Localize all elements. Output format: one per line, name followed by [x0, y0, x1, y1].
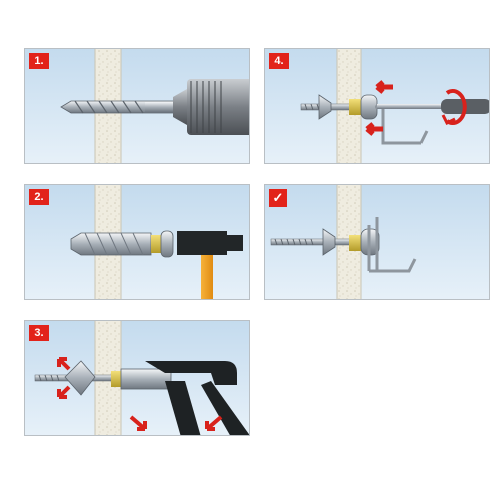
step-1-drill-panel: 1. — [24, 48, 250, 164]
installed-anchor — [270, 228, 380, 256]
drill-chuck — [173, 79, 249, 135]
expand-arrow-top — [57, 357, 71, 371]
tighten-illustration — [265, 49, 489, 163]
step-4-tighten-panel: 4. — [264, 48, 490, 164]
step-badge: 4. — [269, 53, 289, 69]
expand-arrow-bottom — [57, 385, 71, 399]
anchor-screw — [300, 94, 378, 120]
step-badge: 1. — [29, 53, 49, 69]
push-arrow-bottom — [365, 122, 383, 136]
step-badge: 3. — [29, 325, 49, 341]
setting-tool — [120, 361, 249, 435]
squeeze-arrow-left — [129, 415, 147, 431]
step-3-setting-tool-panel: 3. — [24, 320, 250, 436]
check-icon: ✓ — [269, 189, 287, 207]
step-badge: 2. — [29, 189, 49, 205]
rotate-arrow — [445, 89, 467, 125]
finished-illustration — [265, 185, 489, 299]
step-2-hammer-panel: 2. — [24, 184, 250, 300]
hammer — [177, 231, 243, 299]
drill-bit — [60, 100, 176, 114]
setting-tool-illustration — [25, 321, 249, 435]
expanding-anchor — [34, 360, 122, 396]
hammer-illustration — [25, 185, 249, 299]
drill-illustration — [25, 49, 249, 163]
step-done-panel: ✓ — [264, 184, 490, 300]
hollow-wall-anchor — [70, 230, 174, 258]
push-arrow-top — [375, 80, 393, 94]
squeeze-arrow-right — [205, 415, 223, 431]
